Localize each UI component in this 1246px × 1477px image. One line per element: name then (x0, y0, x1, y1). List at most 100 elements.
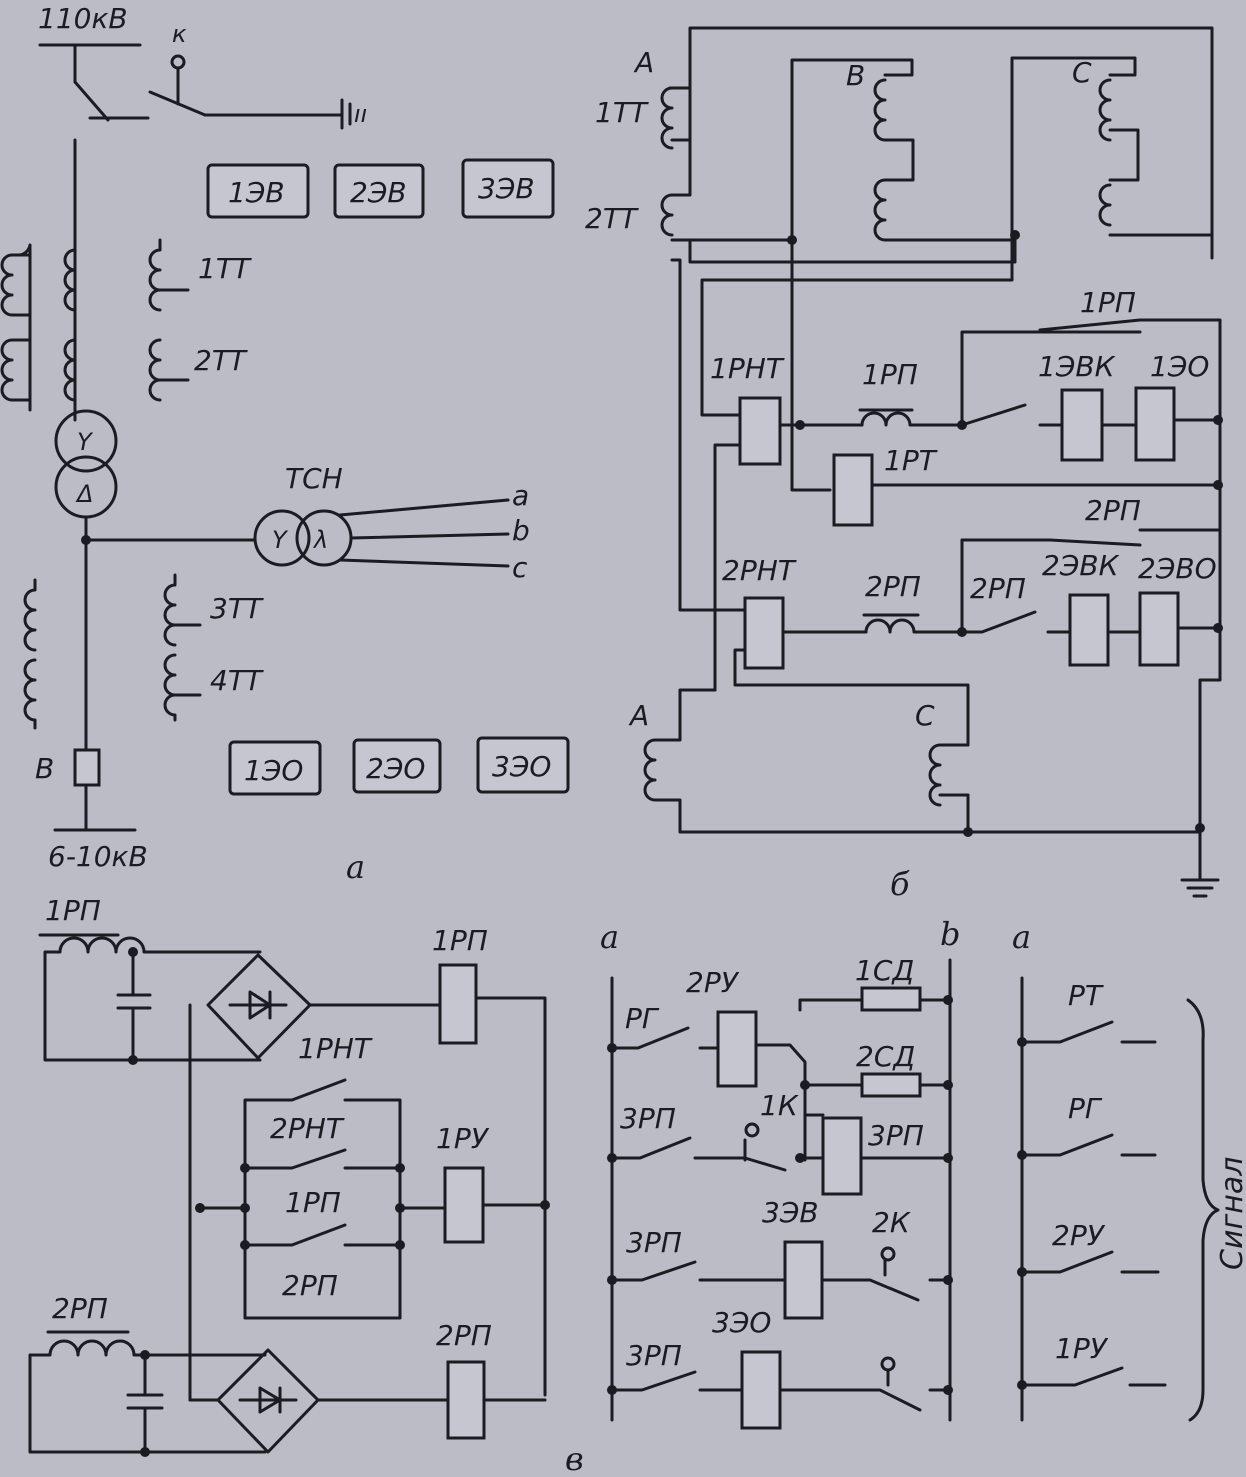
row3-junction-right (943, 1275, 953, 1285)
phase-c-label: c (512, 551, 528, 584)
relay-2eo-label: 2ЭО (366, 752, 425, 785)
phase-a-low-label: А (628, 699, 649, 732)
choke-2rp (28, 1330, 267, 1454)
signal-row1-contact (1020, 1020, 1157, 1044)
key-2k-knob (880, 1246, 896, 1262)
relay-3eo-label: 3ЭО (492, 750, 551, 783)
rnt1-leads (713, 423, 864, 692)
resistor-2sd-label: 2СД (856, 1040, 915, 1073)
key-1k-label: 1К (760, 1089, 799, 1122)
phase-b-ct-coil (873, 78, 1017, 242)
signal-row1-label: РТ (1068, 979, 1104, 1012)
row4-junction-right (943, 1385, 953, 1395)
relay-3ev (461, 158, 555, 219)
bus-a-label: а (600, 918, 619, 956)
breaker-symbol (73, 748, 101, 787)
bus-right-junction-3 (1213, 623, 1223, 633)
relay-1rp (438, 963, 478, 1045)
contact-2rp-top-label: 2РП (1085, 494, 1141, 527)
relay-3rp-label: 3РП (868, 1119, 924, 1152)
phase-b-label: В (846, 59, 865, 92)
coil-1eo (1134, 386, 1176, 462)
coil-3eo-label: 3ЭО (712, 1306, 771, 1339)
ct-a-lower-coil (660, 138, 794, 242)
panel-v: 1РП 1РП 1РНТ 2РНТ 1РП 2РП 1РУ 2РП (28, 894, 584, 1477)
ct-a-upper-coil (660, 86, 674, 150)
signal-label: Сигнал (1215, 1157, 1246, 1270)
phase-b-junction (787, 235, 797, 245)
ladder-leads (198, 1203, 547, 1210)
sd1-junction (943, 995, 953, 1005)
hv-bus-label: 110кВ (38, 2, 128, 35)
disconnector-blade (73, 80, 110, 122)
relay-2ev (333, 163, 425, 219)
phase-a-line (338, 498, 510, 517)
ladder-junction-5 (240, 1240, 250, 1250)
relay-2ev-label: 2ЭВ (350, 176, 407, 209)
contact-2rp (960, 610, 1072, 634)
contact-2rp-label: 2РП (970, 572, 1026, 605)
ct-3tt-label: 3ТТ (210, 592, 264, 625)
panel-a-caption: а (346, 848, 365, 886)
relay-1rt-label: 1РТ (884, 444, 938, 477)
ct-1tt-label: 1ТТ (595, 96, 649, 129)
relay-1ev (206, 163, 310, 219)
signal-bus-a-label: а (1012, 918, 1031, 956)
relay-1rnt (738, 396, 782, 466)
coil-1evk-label: 1ЭВК (1038, 350, 1116, 383)
relay-1eo (228, 740, 322, 796)
rp2-coil (862, 613, 964, 634)
contact-2rnt (243, 1148, 402, 1170)
rg-contact-label: РГ (625, 1002, 660, 1035)
coil-2evo-label: 2ЭВО (1138, 552, 1217, 585)
switch-mark: к (172, 20, 187, 48)
signal-row4-label: 1РУ (1055, 1332, 1109, 1365)
ct-c-lower-group (928, 743, 970, 834)
coil-1eo-label: 1ЭО (1150, 350, 1209, 383)
tsn-winding-1 (253, 509, 311, 567)
ladder-junction-8 (540, 1200, 550, 1210)
relay-1eo-label: 1ЭО (244, 754, 303, 787)
contact-1rnt-label: 1РНТ (298, 1032, 373, 1065)
panel-b: А 1ТТ 2ТТ В С 1РНТ 1РП 1РП 1ЭВК 1ЭО (585, 26, 1223, 903)
resistor-2sd (860, 1072, 922, 1098)
relay-3rp (821, 1116, 863, 1196)
ct-coil-mid-upper (63, 248, 77, 402)
signal-brace (1186, 998, 1220, 1422)
phase-c-loop (700, 56, 1137, 417)
key-2k-label: 2К (872, 1206, 911, 1239)
power-transformer-hv-winding (54, 409, 118, 473)
coil-1evk (1060, 388, 1104, 462)
contact-2rp-label: 2РП (282, 1269, 338, 1302)
capacitor-2 (126, 1353, 164, 1454)
coil-3ev-label: 3ЭВ (762, 1196, 819, 1229)
relay-1ev-label: 1ЭВ (228, 176, 285, 209)
ct-coil-left-upper (0, 243, 32, 402)
relay-3eo (476, 736, 570, 794)
phase-c-ct-coil (1098, 78, 1214, 237)
row3-wires (610, 1258, 952, 1302)
choke-2rp-label: 2РП (52, 1292, 108, 1325)
contact-2rp-top (960, 528, 1222, 547)
ct-coil-right-upper (148, 238, 190, 402)
rectifier-bridge-2 (216, 1348, 320, 1454)
panel-g: а b РГ 2РУ 1СД 2СД 3РП 1К 3РП (600, 915, 960, 1430)
panel-s: а РТ РГ 2РУ 1РУ Сигнал (1012, 918, 1246, 1422)
contact-2rnt-label: 2РНТ (270, 1112, 345, 1145)
phase-c-label: С (1072, 56, 1092, 89)
rp2-coil-label: 2РП (865, 570, 921, 603)
shortcircuiter-knob (170, 54, 186, 70)
ground-symbol (1180, 828, 1220, 898)
rnt1-junction (795, 420, 805, 430)
tsn-label: ТСН (285, 462, 343, 495)
panel-b-caption: б (890, 865, 910, 903)
signal-row2-contact (1020, 1133, 1157, 1157)
relay-1ru (443, 1166, 485, 1244)
contact-1rp-top (1038, 318, 1222, 832)
ct-secondary-cross (670, 233, 1017, 612)
tsn-w2-symbol: λ (312, 526, 328, 554)
resistor-1sd (860, 986, 922, 1012)
rp3-contact-3-label: 3РП (626, 1339, 682, 1372)
